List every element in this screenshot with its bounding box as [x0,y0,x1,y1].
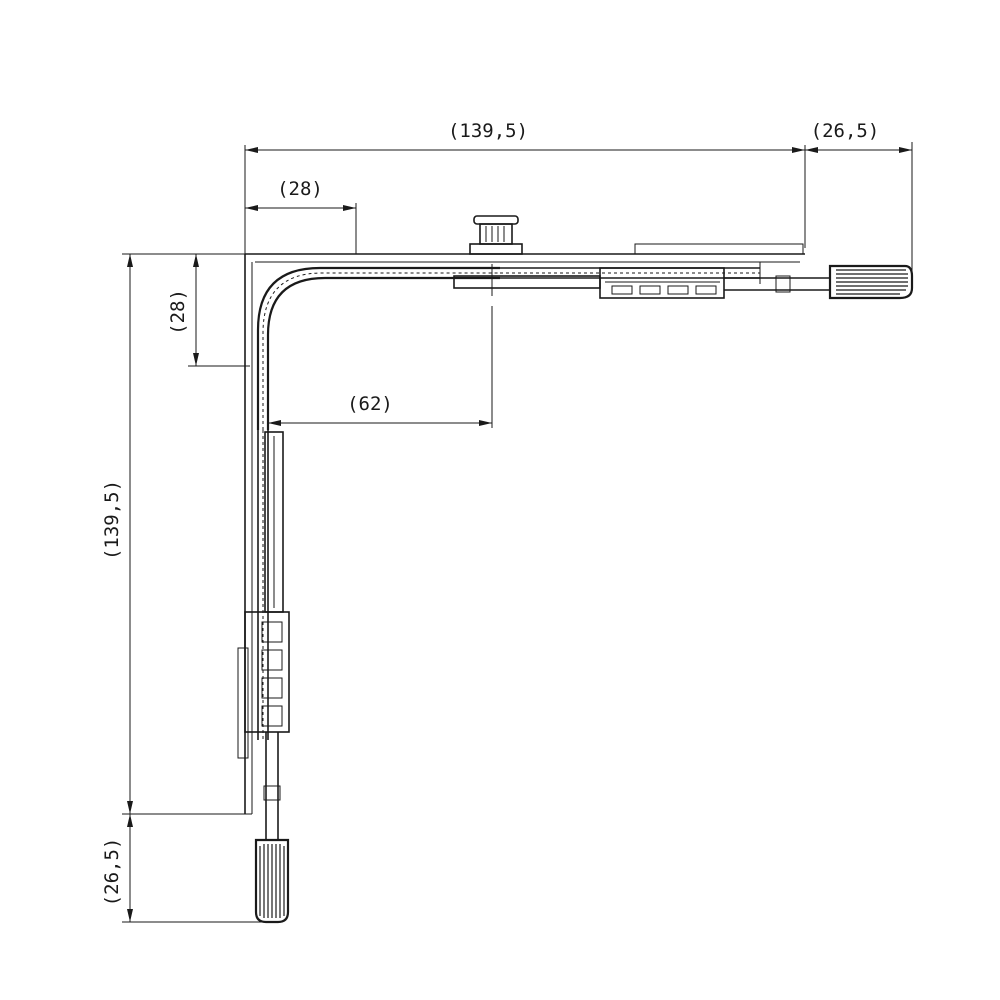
dim-top-extension: (26,5) [811,120,880,142]
bottom-handle [254,838,290,924]
dim-side-offset: (28) [167,289,189,335]
dim-arm-length: (62) [347,393,393,415]
top-knob [469,215,523,255]
right-handle [828,264,914,300]
dim-top-offset: (28) [277,178,323,200]
dim-left-overall: (139,5) [101,480,123,560]
dim-top-overall: (139,5) [448,120,528,142]
corner-bracket [240,243,805,815]
left-rail-assembly [237,431,290,840]
dimension-labels: (139,5) (26,5) (28) (62) (28) (139,5) (2… [101,120,879,906]
dimension-lines [122,142,913,923]
top-rail-assembly [453,264,830,299]
curved-chain [256,266,760,740]
dim-left-extension: (26,5) [101,838,123,907]
